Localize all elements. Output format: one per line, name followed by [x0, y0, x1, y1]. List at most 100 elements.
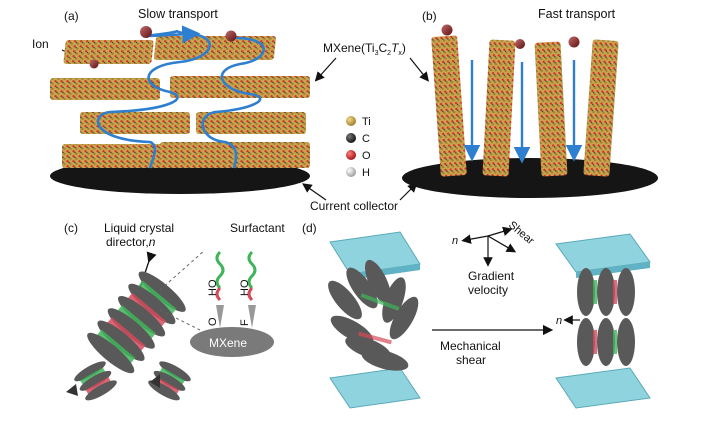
top-plate-right-edge — [576, 262, 650, 278]
small-stack-right — [148, 361, 191, 401]
ion-icon — [515, 39, 525, 49]
lc-disk — [138, 271, 186, 312]
ion-icon — [225, 30, 237, 42]
n-axis-arrow — [461, 234, 489, 244]
surfactant-tail-red — [215, 286, 222, 302]
mxene-flake-label: MXene — [209, 336, 247, 350]
panel-c: (c) Liquid crystal director,n Surfactant — [64, 221, 285, 401]
mxene-layer — [80, 112, 190, 134]
right-disk-stack — [577, 268, 635, 366]
lc-disk — [97, 320, 145, 361]
surfactant-band — [593, 330, 597, 354]
surfactant-band — [360, 293, 400, 311]
panel-a-title: Slow transport — [138, 7, 218, 21]
lc-disk — [577, 268, 595, 316]
slow-path-arrow — [149, 25, 201, 44]
mxene-layer — [63, 40, 154, 64]
panel-b-title: Fast transport — [538, 7, 616, 21]
lc-disk — [118, 295, 166, 337]
surfactant-tail-green — [215, 250, 225, 290]
c-atom-icon — [346, 133, 356, 143]
surfactant-band — [593, 280, 597, 304]
mxene-vertical-layer — [534, 41, 568, 177]
lc-disk — [128, 283, 176, 325]
current-collector-label: Current collector — [310, 199, 398, 213]
mxene-layers-a — [50, 36, 310, 168]
surfactant-tail-red — [247, 286, 254, 302]
ho-label-1: HO — [207, 279, 219, 296]
legend-c: C — [362, 133, 370, 145]
ti-atom-icon — [346, 116, 356, 126]
panel-c-tag: (c) — [64, 221, 78, 235]
shear-label: Shear — [506, 219, 536, 247]
surfactant-label: Surfactant — [230, 221, 285, 235]
surfactant-tail-green — [247, 250, 257, 290]
lc-disk — [364, 259, 392, 305]
slow-path-2 — [201, 36, 266, 169]
mech-label-2: shear — [456, 353, 486, 367]
depth-axis-arrow — [487, 235, 517, 253]
lc-disk — [617, 318, 635, 366]
surfactant-band — [613, 330, 617, 354]
panel-a: (a) Slow transport Ion M — [32, 7, 429, 194]
surfactant-band — [358, 331, 392, 345]
atom-legend: Ti C O H — [346, 116, 371, 179]
lc-disk — [389, 296, 419, 340]
mxene-vertical-layer — [583, 39, 619, 177]
mxene-layer — [196, 112, 306, 134]
hydrogen-bond-wedge — [248, 305, 256, 328]
lc-disk — [87, 332, 135, 374]
panel-b-tag: (b) — [422, 9, 437, 23]
lc-disk — [107, 308, 155, 349]
mxene-vertical-layer — [431, 35, 467, 177]
collector-pointer-right — [399, 182, 418, 201]
bottom-plate-right — [555, 367, 651, 409]
legend-h: H — [362, 167, 370, 179]
ion-icon — [89, 59, 99, 69]
mxene-layer — [153, 36, 276, 60]
stack-move-arrow — [66, 384, 78, 396]
lc-disk — [577, 318, 595, 366]
o-label: O — [207, 317, 219, 326]
bottom-plate-left — [329, 367, 421, 409]
surfactant-band — [613, 280, 617, 304]
lc-disk — [361, 349, 409, 371]
lc-disk — [617, 268, 635, 316]
n-label-right: n — [556, 315, 562, 327]
lc-disk-column — [87, 271, 186, 374]
f-label: F — [239, 319, 251, 326]
ion-label: Ion — [32, 37, 49, 51]
lc-disk — [328, 280, 362, 320]
mxene-flake — [190, 327, 274, 357]
left-disk-stack — [328, 259, 419, 371]
mxene-layer — [170, 76, 310, 98]
legend-ti: Ti — [362, 116, 371, 128]
mxene-layer — [62, 144, 164, 168]
n-label-left: n — [452, 235, 458, 247]
ion-icon — [140, 26, 152, 38]
panel-b: (b) Fast transport — [402, 7, 658, 198]
lc-disk — [382, 277, 406, 323]
collector-pointer-left — [302, 183, 327, 201]
gradient-label-2: velocity — [468, 283, 508, 297]
mxene-formula-label: MXene(Ti3C2Tx) — [323, 41, 406, 57]
hydrogen-bond-wedge — [216, 305, 224, 328]
mxene-layer — [50, 78, 160, 100]
vertical-mxene-layers — [431, 35, 619, 177]
legend-o: O — [362, 150, 371, 162]
small-stack-left — [74, 361, 117, 401]
stack-move-arrow — [150, 374, 160, 388]
mxene-pointer-left — [314, 57, 337, 82]
zoom-line — [159, 249, 206, 291]
panel-d-tag: (d) — [302, 221, 317, 235]
ho-label-2: HO — [239, 279, 251, 296]
gradient-label-1: Gradient — [468, 269, 515, 283]
panel-a-tag: (a) — [64, 9, 79, 23]
ion-icon — [441, 24, 453, 36]
panel-d: (d) n Shear Gradient velocity Mechan — [302, 219, 651, 409]
o-atom-icon — [346, 150, 356, 160]
lc-label-line1: Liquid crystal — [104, 221, 174, 235]
ion-icon — [568, 36, 580, 48]
